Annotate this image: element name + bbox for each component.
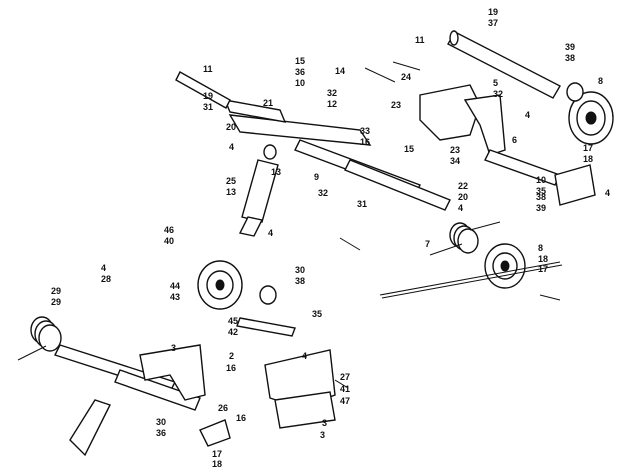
callout-label: 29 [51,297,61,307]
idler-wheel-middle [484,243,526,289]
callout-label: 35 [312,309,322,319]
callout-label: 41 [340,384,350,394]
shock-absorber [238,144,279,237]
callout-label: 42 [228,327,238,337]
callout-label: 24 [401,72,411,82]
callout-label: 9 [314,172,319,182]
callout-label: 32 [493,89,503,99]
callout-label: 8 [598,76,603,86]
callout-label: 35 [536,186,546,196]
callout-label: 4 [101,263,106,273]
callout-label: 23 [391,100,401,110]
callout-label: 4 [525,110,530,120]
callout-label: 36 [156,428,166,438]
callout-label: 17 [583,143,593,153]
callout-label: 39 [536,203,546,213]
callout-label: 34 [450,156,460,166]
callout-label: 43 [170,292,180,302]
callout-label: 18 [583,154,593,164]
callout-label: 19 [488,7,498,17]
spring-upper [429,221,501,256]
callout-label: 13 [226,187,236,197]
callout-label: 8 [538,243,543,253]
front-wheel [197,260,243,310]
callout-label: 16 [226,363,236,373]
callout-label: 26 [218,403,228,413]
callout-label: 46 [164,225,174,235]
bolt-group [334,61,561,389]
callout-label: 19 [203,91,213,101]
callout-label: 40 [164,236,174,246]
callout-label: 33 [360,126,370,136]
rear-axle-shaft [447,30,561,99]
callout-label: 38 [565,53,575,63]
front-axle [236,285,296,337]
callout-label: 4 [605,188,610,198]
callout-label: 4 [229,142,234,152]
rear-wheel-right [566,82,614,145]
callout-label: 3 [320,430,325,440]
callout-label: 16 [360,137,370,147]
callout-label: 28 [101,274,111,284]
callout-label: 30 [295,265,305,275]
callout-label: 20 [226,122,236,132]
callout-label: 5 [493,78,498,88]
callout-label: 23 [450,145,460,155]
callout-label: 18 [538,254,548,264]
callout-label: 6 [512,135,517,145]
callout-label: 20 [458,192,468,202]
ski-pad [199,419,231,447]
callout-label: 30 [156,417,166,427]
callout-label: 12 [327,99,337,109]
callout-label: 7 [425,239,430,249]
rod-upper [175,71,231,109]
callout-label: 38 [536,192,546,202]
callout-label: 45 [228,316,238,326]
callout-label: 39 [565,42,575,52]
spring-lower [17,316,62,361]
callout-label: 27 [340,372,350,382]
callout-label: 25 [226,176,236,186]
callout-label: 17 [212,449,222,459]
callout-label: 3 [322,418,327,428]
callout-label: 15 [404,144,414,154]
callout-label: 36 [295,67,305,77]
ski-wear-bar [69,399,111,457]
callout-label: 31 [357,199,367,209]
callout-label: 38 [295,276,305,286]
callout-label: 22 [458,181,468,191]
callout-label: 16 [236,413,246,423]
lower-arm [139,344,206,401]
callout-label: 18 [212,459,222,469]
rear-cross-shaft [344,149,561,211]
callout-label: 17 [538,264,548,274]
callout-label: 10 [295,78,305,88]
callout-label: 21 [263,98,273,108]
callout-label: 10 [536,175,546,185]
plate-right [554,164,596,206]
callout-label: 15 [295,56,305,66]
callout-label: 29 [51,286,61,296]
callout-label: 44 [170,281,180,291]
callout-label: 4 [458,203,463,213]
callout-label: 4 [302,351,307,361]
callout-label: 14 [335,66,345,76]
callout-label: 32 [318,188,328,198]
callout-label: 3 [171,343,176,353]
callout-label: 13 [271,167,281,177]
long-rod-right [379,261,563,299]
callout-label: 2 [229,351,234,361]
callout-label: 32 [327,88,337,98]
callout-label: 11 [415,35,425,45]
callout-labels: 19 37 11 39 38 8 14 24 5 32 15 36 10 11 … [51,7,610,469]
callout-label: 47 [340,396,350,406]
lower-bracket [264,349,336,429]
callout-label: 31 [203,102,213,112]
callout-label: 4 [268,228,273,238]
callout-label: 37 [488,18,498,28]
callout-label: 11 [203,64,213,74]
